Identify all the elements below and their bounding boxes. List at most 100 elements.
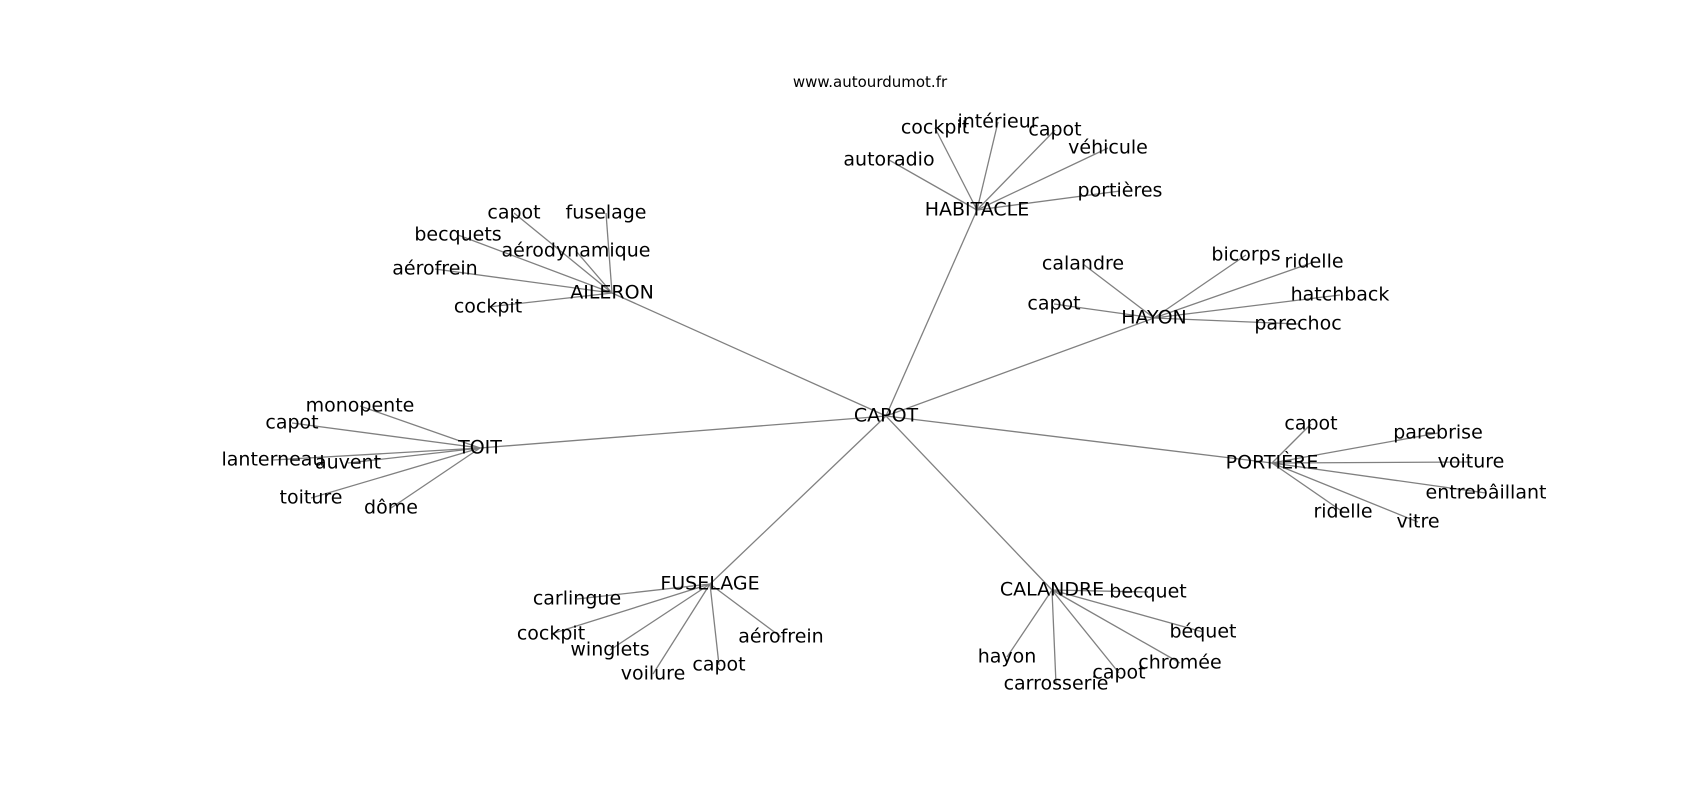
edge-branch-leaf (272, 447, 481, 461)
leaf-node-label: lanterneau (222, 449, 325, 471)
graph-edges (272, 121, 1487, 685)
root-node-label: CAPOT (854, 405, 919, 427)
edge-branch-leaf (976, 147, 1109, 211)
edge-branch-leaf (1271, 432, 1439, 464)
edge-root-branch (479, 415, 887, 449)
edge-branch-leaf (709, 583, 720, 666)
leaf-node-label: cockpit (517, 623, 585, 645)
leaf-node-label: véhicule (1068, 137, 1148, 159)
leaf-node-label: intérieur (957, 111, 1038, 133)
edge-root-branch (885, 415, 1273, 464)
edge-branch-leaf (457, 234, 613, 294)
leaf-node-label: vitre (1396, 511, 1439, 533)
leaf-node-label: capot (1284, 413, 1337, 435)
branch-node-label: PORTIÈRE (1226, 451, 1319, 474)
branch-node-label: FUSELAGE (660, 573, 759, 595)
leaf-node-label: winglets (570, 639, 649, 661)
branch-node-label: TOIT (457, 437, 502, 459)
edge-branch-leaf (934, 127, 978, 211)
edge-branch-leaf (605, 212, 613, 294)
leaf-node-label: capot (1028, 119, 1081, 141)
edge-branch-leaf (487, 292, 613, 308)
leaf-node-label: becquets (414, 224, 501, 246)
leaf-node-label: auvent (315, 452, 381, 474)
edge-root-branch (885, 415, 1053, 591)
edge-branch-leaf (888, 159, 978, 211)
leaf-node-label: hatchback (1291, 284, 1390, 306)
leaf-node-label: parebrise (1393, 422, 1483, 444)
edge-branch-leaf (609, 583, 711, 651)
edge-root-branch (885, 317, 1155, 417)
edge-branch-leaf (1051, 589, 1204, 633)
edge-branch-leaf (434, 268, 613, 294)
edge-branch-leaf (976, 129, 1056, 211)
branch-node-label: CALANDRE (1000, 579, 1104, 601)
edge-branch-leaf (1006, 589, 1053, 658)
edge-branch-leaf (1271, 462, 1419, 523)
edge-branch-leaf (1271, 462, 1487, 494)
leaf-node-label: voiture (1438, 451, 1505, 473)
leaf-node-label: capot (265, 412, 318, 434)
edge-root-branch (885, 209, 978, 417)
leaf-node-label: dôme (364, 497, 418, 519)
edge-branch-leaf (390, 447, 481, 509)
edge-branch-leaf (976, 190, 1121, 211)
leaf-node-label: ridelle (1313, 501, 1372, 523)
edge-branch-leaf (1051, 589, 1120, 674)
leaf-node-label: capot (692, 654, 745, 676)
leaf-node-label: ridelle (1284, 251, 1343, 273)
leaf-node-label: portières (1078, 180, 1163, 202)
branch-node-label: HABITACLE (925, 199, 1030, 221)
edge-branch-leaf (1153, 317, 1299, 325)
edge-branch-leaf (347, 447, 481, 464)
edge-branch-leaf (1153, 254, 1247, 319)
edge-branch-leaf (359, 405, 481, 449)
graph-labels: CAPOTHABITACLEautoradiocockpitintérieurc… (222, 111, 1547, 695)
leaf-node-label: capot (487, 202, 540, 224)
edge-branch-leaf (652, 583, 711, 675)
edge-branch-leaf (1271, 461, 1472, 464)
edge-branch-leaf (1271, 423, 1312, 464)
edge-branch-leaf (1051, 589, 1057, 685)
leaf-node-label: chromée (1138, 652, 1221, 674)
edge-branch-leaf (1082, 263, 1155, 319)
edge-root-branch (611, 292, 887, 417)
leaf-node-label: parechoc (1254, 313, 1341, 335)
edge-branch-leaf (576, 583, 711, 600)
edge-branch-leaf (709, 583, 782, 638)
leaf-node-label: cockpit (454, 296, 522, 318)
leaf-node-label: aérofrein (392, 258, 477, 280)
leaf-node-label: aérodynamique (502, 240, 651, 262)
leaf-node-label: calandre (1042, 253, 1124, 275)
edge-branch-leaf (575, 250, 613, 294)
edge-root-branch (709, 415, 887, 585)
edge-branch-leaf (1153, 261, 1315, 319)
edge-branch-leaf (1051, 589, 1181, 664)
edge-branch-leaf (1271, 462, 1344, 513)
leaf-node-label: bicorps (1211, 244, 1280, 266)
leaf-node-label: capot (1092, 662, 1145, 684)
edge-branch-leaf (550, 583, 711, 635)
leaf-node-label: toiture (280, 487, 343, 509)
edge-branch-leaf (291, 422, 481, 449)
edge-branch-leaf (1053, 303, 1155, 319)
edge-branch-leaf (310, 447, 481, 499)
edge-branch-leaf (976, 121, 999, 211)
leaf-node-label: fuselage (566, 202, 647, 224)
leaf-node-label: monopente (306, 395, 415, 417)
leaf-node-label: voilure (621, 663, 686, 685)
source-watermark: www.autourdumot.fr (793, 73, 948, 91)
edge-branch-leaf (1153, 294, 1341, 319)
leaf-node-label: entrebâillant (1426, 482, 1547, 504)
leaf-node-label: capot (1027, 293, 1080, 315)
leaf-node-label: hayon (978, 646, 1037, 668)
leaf-node-label: aérofrein (738, 626, 823, 648)
leaf-node-label: carlingue (533, 588, 621, 610)
edge-branch-leaf (1051, 589, 1149, 593)
leaf-node-label: becquet (1109, 581, 1186, 603)
edge-branch-leaf (513, 212, 613, 294)
leaf-node-label: cockpit (901, 117, 969, 139)
leaf-node-label: autoradio (843, 149, 934, 171)
branch-node-label: AILERON (570, 282, 654, 304)
